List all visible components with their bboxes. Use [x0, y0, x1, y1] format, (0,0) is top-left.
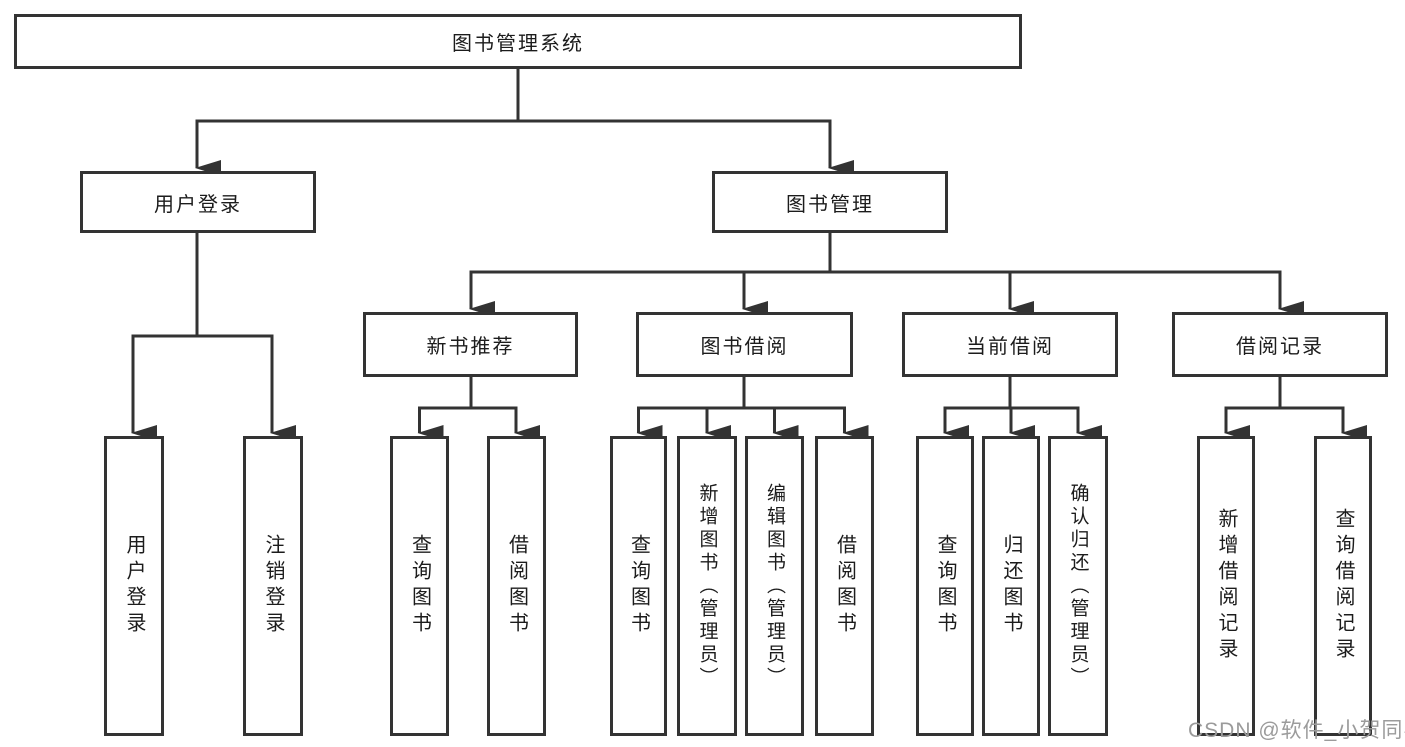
node-leaf-add-borrow-record: 新增借阅记录 [1197, 436, 1255, 736]
connector-book-mgmt-split [469, 232, 1304, 317]
csdn-watermark: CSDN @软件_小贺同学 [1188, 719, 1405, 742]
connector-current-borrow-split [943, 376, 1102, 441]
node-leaf-query-borrow-record: 查询借阅记录 [1314, 436, 1372, 736]
node-leaf-query-books-borrow-label: 查询图书 [627, 534, 650, 638]
node-new-book-recommend: 新书推荐 [363, 312, 578, 377]
node-leaf-user-login-label: 用户登录 [123, 534, 145, 638]
node-leaf-borrow-books-recommend: 借阅图书 [487, 436, 546, 736]
node-leaf-borrow-books-label: 借阅图书 [833, 534, 856, 638]
node-leaf-borrow-books: 借阅图书 [815, 436, 874, 736]
node-user-login-branch-label: 用户登录 [154, 193, 242, 216]
node-root-system: 图书管理系统 [14, 14, 1022, 69]
connector-book-borrow-split [636, 376, 869, 441]
node-book-borrow-label: 图书借阅 [700, 336, 789, 358]
node-leaf-return-books: 归还图书 [982, 436, 1040, 736]
node-book-management-branch-label: 图书管理 [786, 193, 874, 216]
node-leaf-confirm-return-admin-label: 确认归还（管理员） [1067, 482, 1089, 690]
node-leaf-query-books-recommend: 查询图书 [390, 436, 449, 736]
node-leaf-query-borrow-record-label: 查询借阅记录 [1332, 508, 1354, 664]
node-borrow-records-label: 借阅记录 [1236, 336, 1324, 358]
node-current-borrow-label: 当前借阅 [966, 336, 1054, 358]
node-leaf-logout-label: 注销登录 [262, 534, 284, 638]
node-borrow-records: 借阅记录 [1172, 312, 1388, 377]
node-user-login-branch: 用户登录 [80, 171, 316, 233]
node-leaf-user-login: 用户登录 [104, 436, 164, 736]
node-leaf-add-borrow-record-label: 新增借阅记录 [1215, 508, 1237, 664]
node-root-system-label: 图书管理系统 [452, 33, 584, 55]
node-leaf-logout: 注销登录 [243, 436, 303, 736]
node-leaf-confirm-return-admin: 确认归还（管理员） [1048, 436, 1108, 736]
node-leaf-edit-books-admin-label: 编辑图书（管理员） [764, 482, 785, 690]
connector-root-split [195, 68, 854, 176]
connector-new-book-split [417, 376, 540, 441]
connector-user-login-split [131, 232, 296, 441]
node-leaf-edit-books-admin: 编辑图书（管理员） [745, 436, 804, 736]
node-book-management-branch: 图书管理 [712, 171, 948, 233]
node-current-borrow: 当前借阅 [902, 312, 1118, 377]
node-leaf-add-books-admin: 新增图书（管理员） [677, 436, 737, 736]
node-leaf-query-books-current-label: 查询图书 [934, 534, 956, 638]
node-book-borrow: 图书借阅 [636, 312, 853, 377]
node-leaf-query-books-borrow: 查询图书 [610, 436, 667, 736]
node-leaf-query-books-current: 查询图书 [916, 436, 974, 736]
node-leaf-query-books-recommend-label: 查询图书 [408, 534, 431, 638]
node-leaf-add-books-admin-label: 新增图书（管理员） [696, 482, 718, 690]
connector-borrow-records-split [1224, 376, 1367, 441]
node-new-book-recommend-label: 新书推荐 [426, 336, 515, 358]
node-leaf-borrow-books-recommend-label: 借阅图书 [505, 534, 528, 638]
node-leaf-return-books-label: 归还图书 [1000, 534, 1022, 638]
